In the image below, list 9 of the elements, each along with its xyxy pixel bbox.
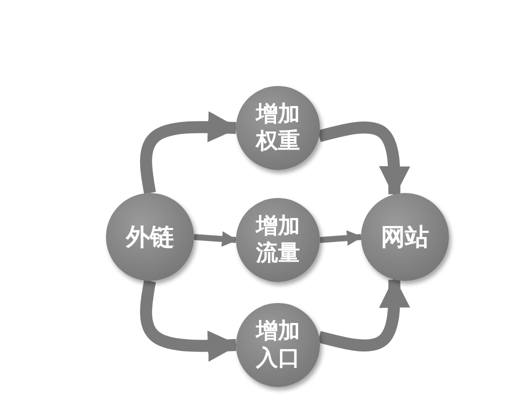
arrow <box>318 276 410 352</box>
arrow <box>320 230 363 246</box>
node-label: 增加入口 <box>256 318 300 372</box>
node-label: 外链 <box>126 222 174 252</box>
node-label: 网站 <box>381 222 429 252</box>
arrow <box>194 231 238 247</box>
arrow <box>318 121 410 198</box>
node-label: 增加权重 <box>256 100 300 156</box>
node-label: 增加流量 <box>256 212 300 268</box>
